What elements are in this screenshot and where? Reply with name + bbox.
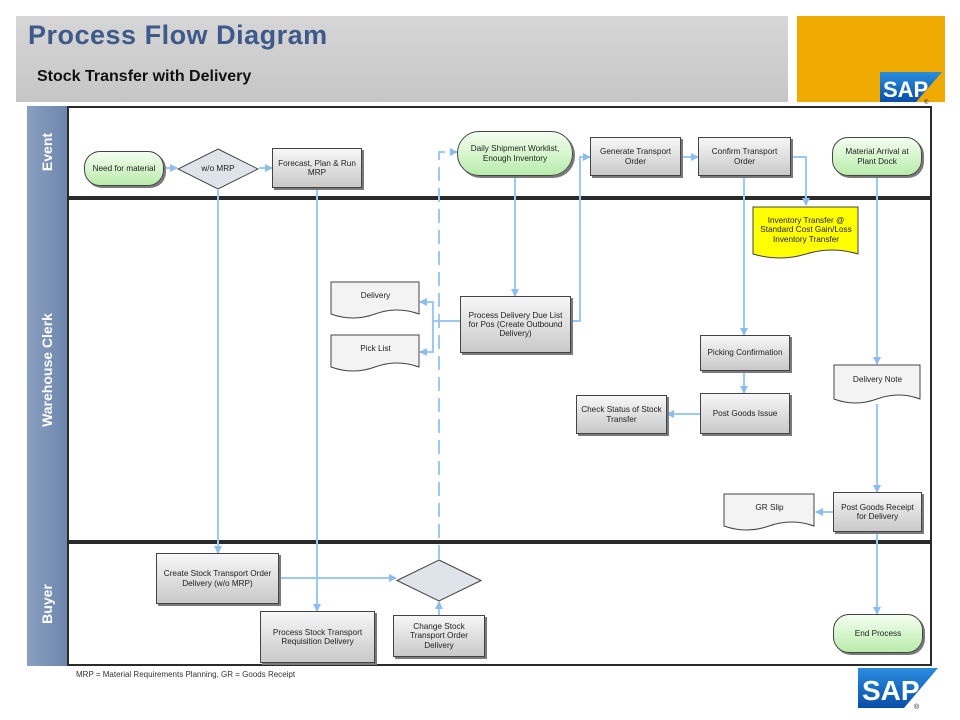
decision-buyer-gateway (396, 559, 482, 602)
activity-generate-transport-order: Generate Transport Order (590, 137, 681, 176)
document-pick-list: Pick List (330, 334, 421, 376)
activity-post-goods-receipt: Post Goods Receipt for Delivery (833, 492, 922, 532)
activity-check-status-stock-transfer: Check Status of Stock Transfer (576, 395, 667, 434)
page-title: Process Flow Diagram (28, 20, 328, 50)
svg-text:®: ® (914, 703, 920, 710)
sap-logo-bottom: SAP ® (858, 668, 938, 710)
activity-forecast-plan-run-mrp: Forecast, Plan & Run MRP (272, 148, 362, 188)
svg-text:®: ® (924, 99, 929, 106)
decision-wo-mrp: w/o MRP (177, 148, 259, 190)
header-bar (16, 16, 788, 102)
activity-create-stock-transport-order: Create Stock Transport Order Delivery (w… (156, 553, 279, 604)
activity-picking-confirmation: Picking Confirmation (700, 335, 790, 371)
event-end-process: End Process (833, 614, 923, 653)
note-inventory-transfer: Inventory Transfer @ Standard Cost Gain/… (752, 206, 860, 262)
activity-confirm-transport-order: Confirm Transport Order (698, 137, 791, 176)
lane-label-buyer: Buyer (27, 542, 67, 666)
event-need-for-material: Need for material (84, 151, 164, 186)
lane-label-event: Event (27, 106, 67, 198)
document-delivery: Delivery (330, 281, 421, 323)
activity-change-sto-delivery: Change Stock Transport Order Delivery (393, 615, 485, 657)
event-material-arrival: Material Arrival at Plant Dock (832, 137, 922, 176)
page-subtitle: Stock Transfer with Delivery (37, 68, 252, 85)
activity-process-sto-requisition: Process Stock Transport Requisition Deli… (260, 611, 375, 663)
lane-label-warehouse-clerk: Warehouse Clerk (27, 198, 67, 542)
footnote: MRP = Material Requirements Planning, GR… (76, 670, 296, 679)
sap-logo-text: SAP (862, 675, 920, 706)
document-gr-slip: GR Slip (723, 493, 816, 535)
sap-logo-top: SAP ® (880, 72, 942, 106)
event-daily-shipment-worklist: Daily Shipment Worklist, Enough Inventor… (457, 131, 573, 176)
activity-post-goods-issue: Post Goods Issue (700, 393, 790, 434)
document-delivery-note: Delivery Note (833, 364, 922, 406)
sap-logo-text: SAP (883, 77, 928, 102)
activity-process-delivery-due-list: Process Delivery Due List for Pos (Creat… (460, 296, 571, 353)
